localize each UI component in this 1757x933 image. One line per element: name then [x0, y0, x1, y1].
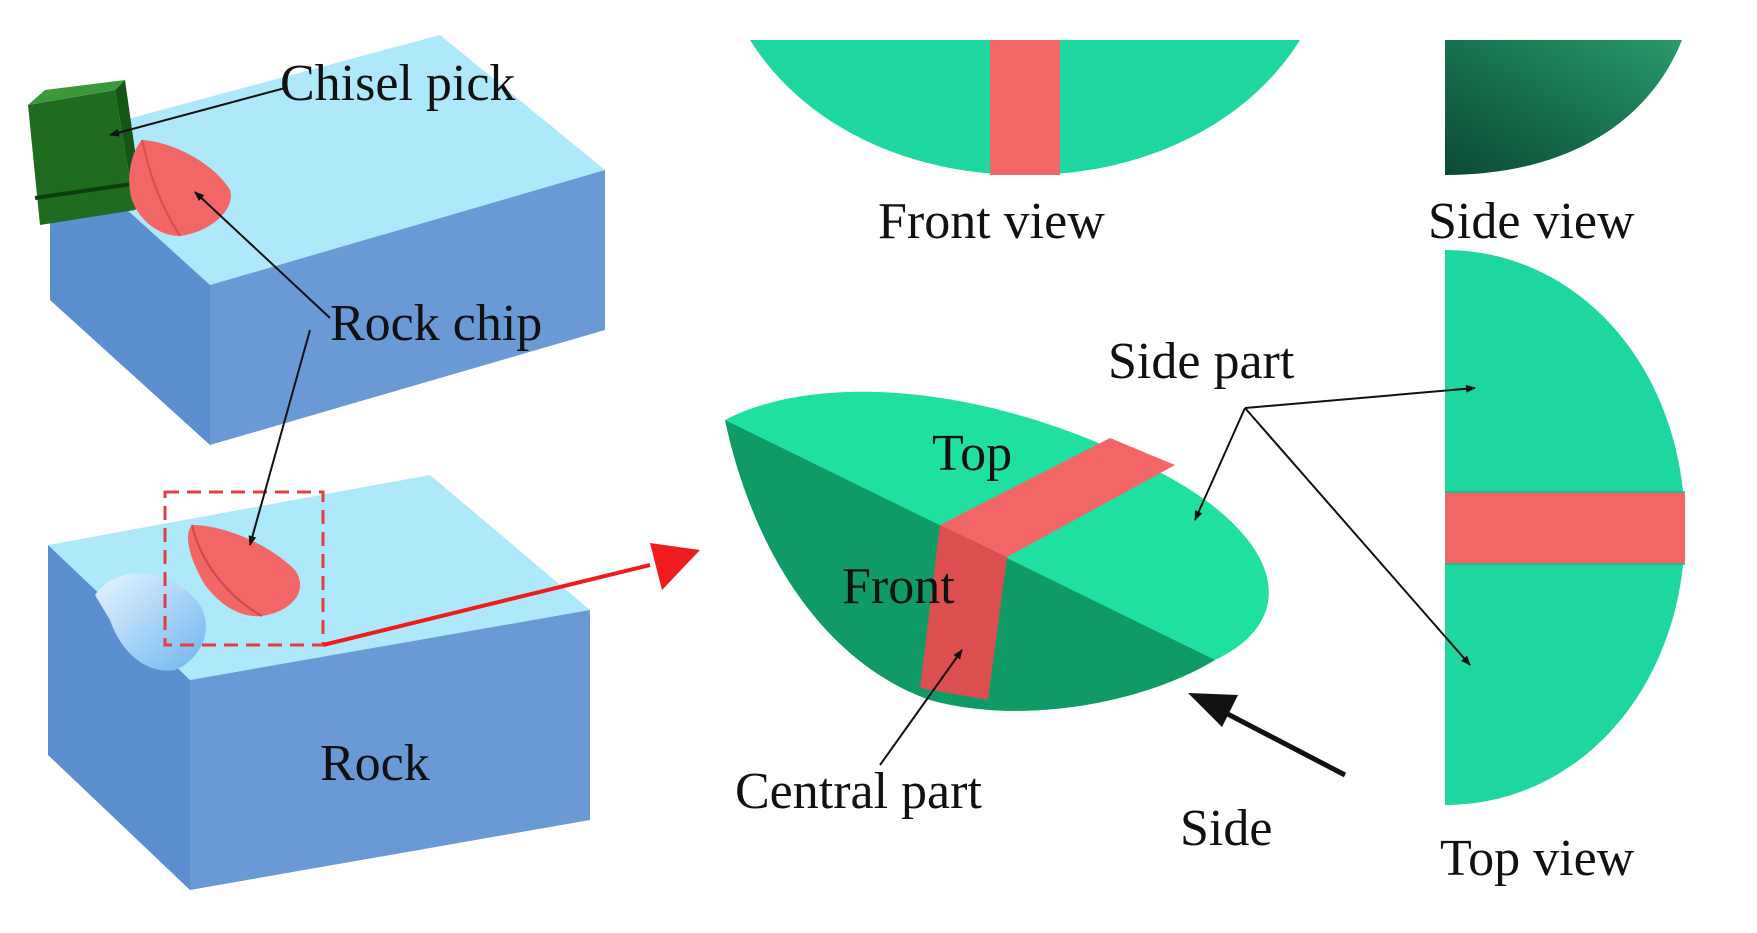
side-part-label: Side part — [1108, 333, 1295, 390]
rock-label: Rock — [320, 735, 430, 792]
side-view-label: Side view — [1428, 193, 1635, 250]
lower-rock-front-face — [190, 610, 590, 890]
front-view-shape — [750, 40, 1300, 175]
chisel-pick — [28, 80, 142, 225]
lower-rock-block — [48, 475, 590, 890]
upper-rock-front-face — [210, 170, 605, 445]
chisel-pick-front — [28, 90, 135, 225]
zoom-selection-box — [163, 490, 325, 647]
top-label: Top — [932, 425, 1012, 482]
top-view-shape — [1445, 250, 1685, 805]
enlarged-chip-central-front — [920, 525, 1007, 700]
rock-chip-label: Rock chip — [330, 295, 542, 352]
enlarged-chip — [725, 391, 1269, 711]
enlarged-chip-central-top — [940, 438, 1175, 557]
upper-rock-chip — [129, 140, 231, 236]
side-view-shape — [1445, 40, 1682, 175]
central-part-pointer — [879, 649, 963, 766]
lower-rock-chip — [188, 525, 301, 617]
rock-chip-pointer-top — [194, 191, 331, 319]
front-label: Front — [842, 558, 955, 615]
top-view-label: Top view — [1440, 830, 1635, 887]
lower-rock-left-face — [48, 545, 190, 890]
front-view-label: Front view — [878, 193, 1105, 250]
central-part-label: Central part — [735, 763, 982, 820]
side-label: Side — [1180, 800, 1272, 857]
chisel-pick-pointer — [109, 87, 286, 137]
rock-chip-pointer-bottom — [248, 329, 311, 546]
cutting-groove — [95, 573, 206, 671]
side-direction-arrow — [1188, 693, 1347, 778]
zoom-arrow — [322, 543, 700, 647]
chisel-pick-label: Chisel pick — [280, 55, 515, 112]
side-part-pointers — [1194, 384, 1476, 666]
chisel-pick-top — [28, 80, 125, 105]
